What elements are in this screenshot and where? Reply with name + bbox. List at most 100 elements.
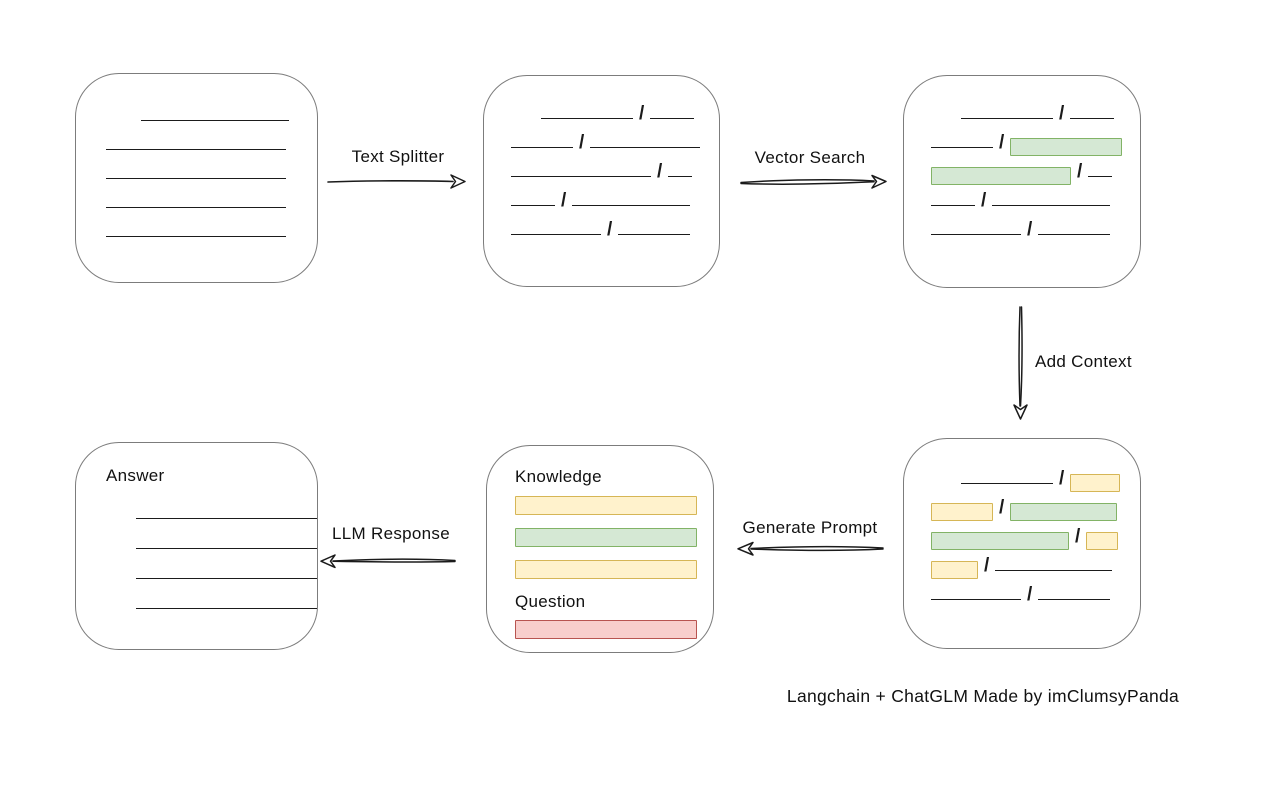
source-document-node xyxy=(75,73,318,283)
text-row: / xyxy=(484,177,719,210)
vector-matched-node: ///// xyxy=(903,75,1141,288)
text-row: / xyxy=(484,90,719,123)
seg-line xyxy=(995,570,1113,571)
seg-slash: / xyxy=(999,497,1005,518)
prompt-node: Knowledge Question xyxy=(486,445,714,653)
seg-line xyxy=(511,234,601,235)
generate-prompt-arrow xyxy=(734,537,886,560)
llm-response-arrow xyxy=(318,549,458,572)
seg-line xyxy=(136,608,317,609)
text-row: / xyxy=(904,177,1140,210)
seg-slash: / xyxy=(981,190,987,211)
answer-lines xyxy=(106,489,317,609)
seg-line xyxy=(1038,234,1111,235)
seg-bar-green xyxy=(931,167,1071,185)
text-splitter-arrow xyxy=(326,170,468,193)
seg-line xyxy=(136,548,317,549)
seg-line xyxy=(931,234,1021,235)
seg-slash: / xyxy=(1027,584,1033,605)
seg-line xyxy=(650,118,695,119)
text-row xyxy=(76,179,317,208)
seg-line xyxy=(511,147,573,148)
seg-bar-green xyxy=(1010,138,1123,156)
vector-matched-lines: ///// xyxy=(904,76,1140,239)
text-row: / xyxy=(904,571,1140,604)
seg-line xyxy=(541,118,633,119)
text-row: / xyxy=(484,148,719,181)
text-row xyxy=(106,579,317,609)
seg-slash: / xyxy=(607,219,613,240)
knowledge-bar-1-yellow xyxy=(515,496,697,515)
text-splitter-label: Text Splitter xyxy=(351,147,445,166)
seg-line xyxy=(618,234,691,235)
text-row: / xyxy=(484,119,719,152)
seg-slash: / xyxy=(999,132,1005,153)
credit-caption: Langchain + ChatGLM Made by imClumsyPand… xyxy=(786,686,1180,706)
split-document-node: ///// xyxy=(483,75,720,287)
seg-line xyxy=(106,236,286,237)
seg-line xyxy=(511,176,651,177)
generate-prompt-label: Generate Prompt xyxy=(742,518,878,537)
seg-line xyxy=(141,120,289,121)
llm-response-label: LLM Response xyxy=(332,524,450,543)
question-bar xyxy=(515,620,697,639)
text-row: / xyxy=(484,206,719,239)
context-added-node: / / / / / xyxy=(903,438,1141,649)
text-row: / xyxy=(904,148,1140,185)
knowledge-label: Knowledge xyxy=(515,467,602,486)
text-row: / xyxy=(904,119,1140,156)
text-row xyxy=(76,150,317,179)
seg-bar-green xyxy=(1010,503,1118,521)
text-row xyxy=(106,549,317,579)
seg-line xyxy=(992,205,1111,206)
text-row: / xyxy=(904,542,1140,579)
seg-slash: / xyxy=(639,103,645,124)
seg-slash: / xyxy=(1075,526,1081,547)
seg-slash: / xyxy=(1059,103,1065,124)
seg-line xyxy=(106,207,286,208)
add-context-label: Add Context xyxy=(1035,352,1132,371)
text-row: / xyxy=(904,513,1140,550)
seg-line xyxy=(668,176,693,177)
text-row: / xyxy=(904,484,1140,521)
seg-line xyxy=(136,578,317,579)
knowledge-bar-2-green xyxy=(515,528,697,547)
seg-line xyxy=(961,118,1053,119)
seg-bar-yellow xyxy=(1070,474,1121,492)
seg-line xyxy=(106,178,286,179)
source-document-lines xyxy=(76,74,317,237)
text-row xyxy=(76,92,317,121)
seg-line xyxy=(961,483,1053,484)
text-row xyxy=(106,489,317,519)
seg-slash: / xyxy=(579,132,585,153)
seg-slash: / xyxy=(1027,219,1033,240)
seg-slash: / xyxy=(1059,468,1065,489)
answer-label: Answer xyxy=(106,466,165,485)
seg-bar-yellow xyxy=(931,503,993,521)
seg-line xyxy=(572,205,691,206)
seg-slash: / xyxy=(984,555,990,576)
seg-line xyxy=(1088,176,1113,177)
seg-bar-green xyxy=(931,532,1069,550)
seg-slash: / xyxy=(657,161,663,182)
seg-line xyxy=(590,147,701,148)
seg-line xyxy=(931,205,975,206)
text-row xyxy=(76,121,317,150)
vector-search-arrow xyxy=(738,170,890,193)
knowledge-bars xyxy=(515,496,713,579)
text-row: / xyxy=(904,206,1140,239)
text-row: / xyxy=(904,455,1140,492)
text-row: / xyxy=(904,90,1140,123)
seg-bar-yellow xyxy=(1086,532,1119,550)
seg-line xyxy=(1070,118,1115,119)
context-added-lines: / / / / / xyxy=(904,439,1140,604)
seg-line xyxy=(931,599,1021,600)
seg-line xyxy=(511,205,555,206)
text-row xyxy=(106,519,317,549)
vector-search-label: Vector Search xyxy=(754,148,866,167)
text-row xyxy=(76,208,317,237)
seg-line xyxy=(136,518,317,519)
seg-line xyxy=(106,149,286,150)
seg-bar-yellow xyxy=(931,561,978,579)
